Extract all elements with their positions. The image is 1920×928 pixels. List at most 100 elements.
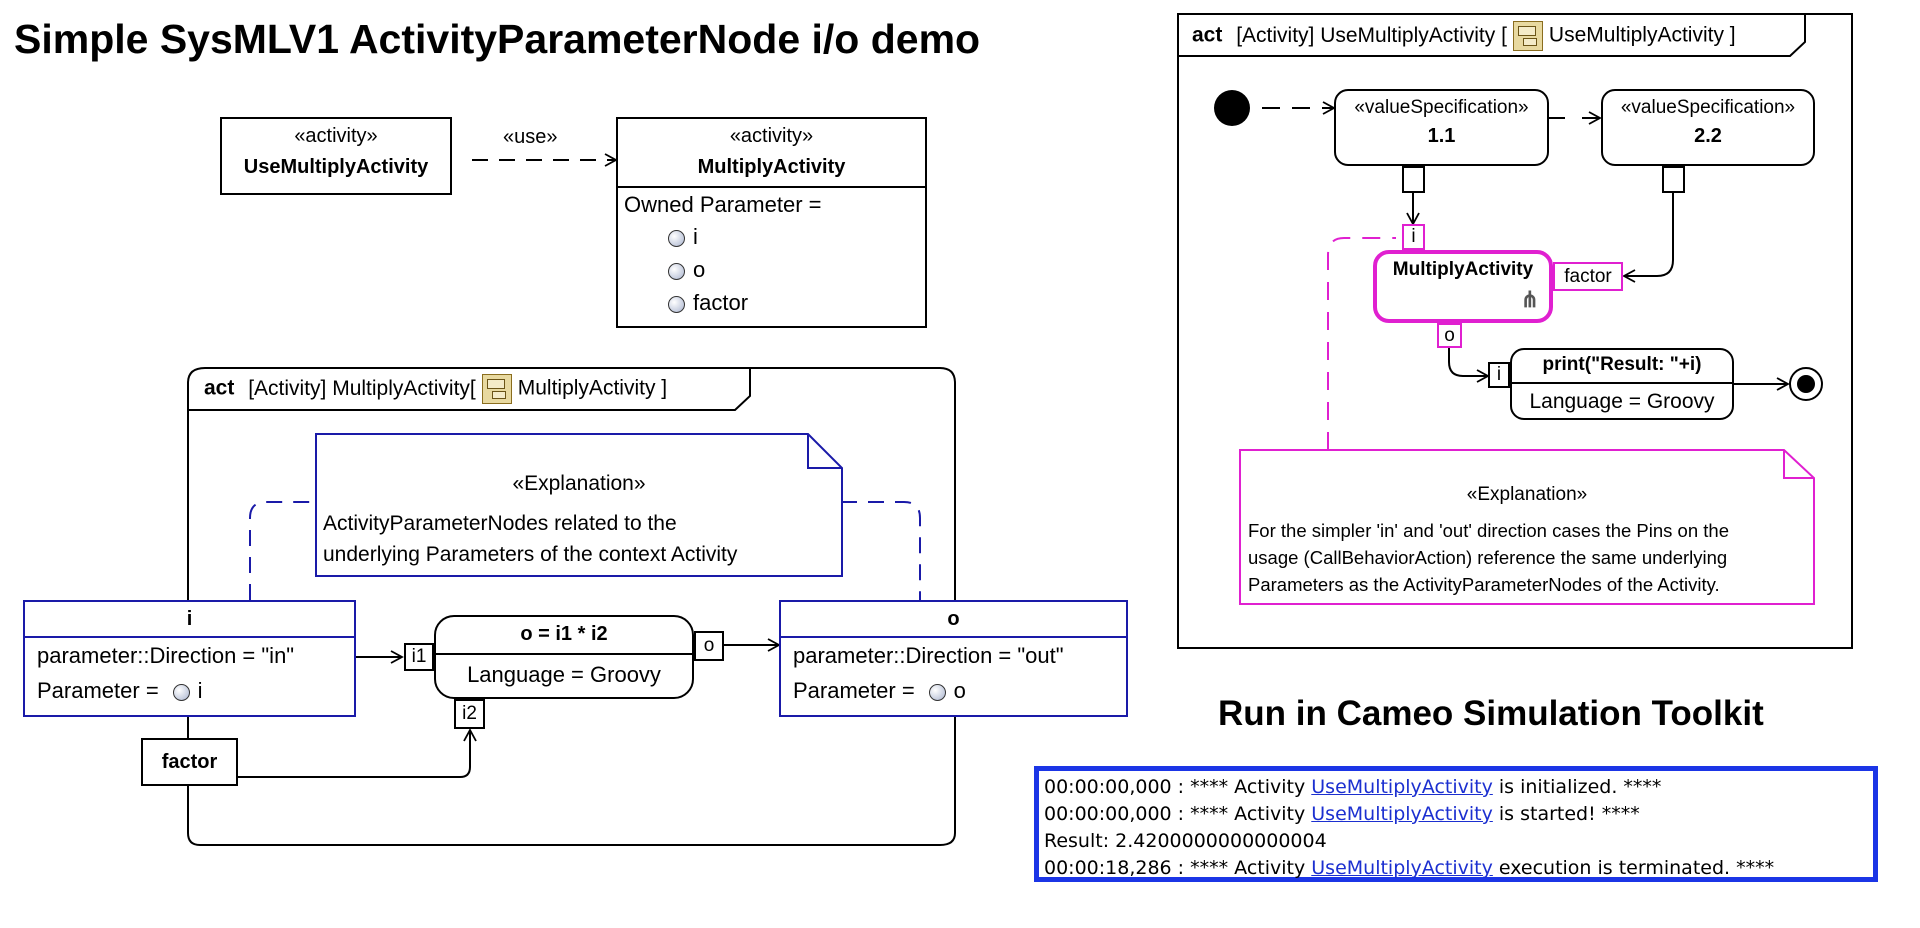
right-frame-tab[interactable]: act [Activity] UseMultiplyActivity [ UseM… bbox=[1192, 21, 1736, 51]
multiply-activity-block[interactable]: «activity» MultiplyActivity Owned Parame… bbox=[616, 117, 927, 328]
compartment-label: Owned Parameter = bbox=[624, 192, 822, 217]
left-frame-tab[interactable]: act [Activity] MultiplyActivity[ Multiply… bbox=[204, 374, 667, 404]
right-note-fold bbox=[1783, 450, 1814, 479]
left-activity-frame bbox=[187, 367, 956, 846]
frame-kind: act bbox=[1192, 23, 1223, 47]
simulation-console: 00:00:00,000 : **** Activity UseMultiply… bbox=[1034, 766, 1878, 882]
node-name: i bbox=[25, 602, 354, 638]
owned-parameter-compartment: Owned Parameter = i o factor bbox=[618, 186, 925, 319]
parameter-node-i[interactable]: i parameter::Direction = "in" Parameter … bbox=[23, 600, 356, 717]
right-note-shape bbox=[1239, 449, 1815, 605]
activity-link[interactable]: UseMultiplyActivity bbox=[1311, 857, 1493, 879]
value-stereotype: «valueSpecification» bbox=[1354, 97, 1529, 118]
left-note-text: ActivityParameterNodes related to the un… bbox=[323, 508, 737, 570]
note-line: ActivityParameterNodes related to the bbox=[323, 512, 677, 535]
left-note-stereotype: «Explanation» bbox=[512, 472, 646, 495]
pin-o[interactable]: o bbox=[694, 631, 724, 661]
frame-kind: act bbox=[204, 376, 235, 400]
console-result-line: Result: 2.4200000000000004 bbox=[1044, 830, 1327, 852]
frame-tab-end: UseMultiplyActivity ] bbox=[1548, 23, 1736, 47]
flow-value2-to-factor bbox=[1622, 193, 1674, 283]
action-name: MultiplyActivity bbox=[1392, 259, 1534, 280]
left-frame-tab-outline bbox=[188, 368, 751, 411]
parameter-node-o[interactable]: o parameter::Direction = "out" Parameter… bbox=[779, 600, 1128, 717]
right-frame-tab-outline bbox=[1178, 14, 1806, 57]
pin-i1[interactable]: i1 bbox=[404, 643, 434, 671]
block-name: MultiplyActivity bbox=[697, 156, 846, 178]
node-parameter: Parameter =i bbox=[37, 678, 203, 703]
value2-output-pin[interactable] bbox=[1662, 166, 1685, 193]
activity-diagram-icon bbox=[1512, 21, 1543, 51]
value1-output-pin[interactable] bbox=[1402, 166, 1425, 193]
value-specification-1[interactable]: «valueSpecification» 1.1 bbox=[1334, 89, 1549, 166]
activity-final-node-core bbox=[1797, 375, 1815, 393]
value-stereotype: «valueSpecification» bbox=[1620, 97, 1796, 118]
node-name: o bbox=[781, 602, 1126, 638]
parameter-list: i o factor bbox=[624, 220, 925, 319]
pin-i2[interactable]: i2 bbox=[454, 699, 485, 729]
action-name: o = i1 * i2 bbox=[436, 617, 692, 655]
left-note-shape bbox=[315, 433, 843, 577]
flow-factor-to-i2 bbox=[238, 728, 477, 778]
node-direction: parameter::Direction = "out" bbox=[793, 643, 1064, 668]
action-language: Language = Groovy bbox=[467, 662, 661, 687]
frame-tab-middle: [Activity] MultiplyActivity[ bbox=[248, 376, 476, 400]
left-note-anchor-o bbox=[841, 501, 921, 600]
section-subtitle: Run in Cameo Simulation Toolkit bbox=[1218, 694, 1764, 733]
note-line: underlying Parameters of the context Act… bbox=[323, 543, 738, 566]
frame-tab-middle: [Activity] UseMultiplyActivity [ bbox=[1236, 23, 1507, 47]
print-pin-i[interactable]: i bbox=[1488, 362, 1510, 388]
block-stereotype: «activity» bbox=[294, 125, 378, 147]
frame-tab-end: MultiplyActivity ] bbox=[517, 376, 668, 400]
initial-node bbox=[1214, 90, 1250, 126]
block-name: UseMultiplyActivity bbox=[243, 156, 429, 178]
parameter-item-o: o bbox=[668, 253, 925, 286]
block-stereotype: «activity» bbox=[729, 125, 814, 147]
note-line: Parameters as the ActivityParameterNodes… bbox=[1248, 574, 1720, 595]
call-pin-factor[interactable]: factor bbox=[1553, 262, 1623, 291]
opaque-action-print[interactable]: print("Result: "+i) Language = Groovy bbox=[1510, 348, 1734, 420]
left-note-fold bbox=[807, 434, 842, 469]
call-behavior-rake-icon: ⋔ bbox=[1520, 287, 1539, 312]
parameter-node-factor[interactable]: factor bbox=[141, 738, 238, 786]
right-note-anchor bbox=[1327, 237, 1396, 450]
page-title: Simple SysMLV1 ActivityParameterNode i/o… bbox=[14, 16, 981, 62]
parameter-icon bbox=[668, 229, 685, 247]
node-properties: parameter::Direction = "in" Parameter =i bbox=[25, 638, 354, 708]
use-multiply-activity-block[interactable]: «activity» UseMultiplyActivity bbox=[220, 117, 452, 195]
value-specification-2[interactable]: «valueSpecification» 2.2 bbox=[1601, 89, 1815, 166]
parameter-item-factor: factor bbox=[668, 286, 925, 319]
opaque-action-multiply[interactable]: o = i1 * i2 Language = Groovy bbox=[434, 615, 694, 699]
node-name: factor bbox=[161, 751, 218, 773]
value-literal: 2.2 bbox=[1694, 125, 1722, 147]
right-activity-frame bbox=[1177, 13, 1853, 649]
node-properties: parameter::Direction = "out" Parameter =… bbox=[781, 638, 1126, 708]
note-line: usage (CallBehaviorAction) reference the… bbox=[1248, 547, 1728, 568]
parameter-icon bbox=[668, 295, 685, 313]
console-line: 00:00:00,000 : **** Activity UseMultiply… bbox=[1044, 803, 1640, 825]
call-behavior-action-multiply[interactable]: MultiplyActivity ⋔ bbox=[1373, 250, 1553, 323]
left-note-anchor-i bbox=[249, 501, 316, 600]
action-name: print("Result: "+i) bbox=[1512, 350, 1732, 384]
console-line: 00:00:00,000 : **** Activity UseMultiply… bbox=[1044, 776, 1662, 798]
activity-link[interactable]: UseMultiplyActivity bbox=[1311, 803, 1493, 825]
parameter-icon bbox=[668, 262, 685, 280]
node-direction: parameter::Direction = "in" bbox=[37, 643, 295, 668]
node-parameter: Parameter =o bbox=[793, 678, 966, 703]
call-pin-o[interactable]: o bbox=[1437, 323, 1462, 348]
activity-diagram-icon bbox=[481, 374, 512, 404]
activity-link[interactable]: UseMultiplyActivity bbox=[1311, 776, 1493, 798]
flow-o-to-print bbox=[1448, 348, 1490, 383]
right-note-text: For the simpler 'in' and 'out' direction… bbox=[1248, 517, 1729, 598]
parameter-icon bbox=[172, 683, 190, 701]
call-pin-i[interactable]: i bbox=[1402, 224, 1425, 250]
value-literal: 1.1 bbox=[1427, 125, 1456, 147]
parameter-icon bbox=[928, 683, 946, 701]
parameter-item-i: i bbox=[668, 220, 925, 253]
action-language: Language = Groovy bbox=[1529, 390, 1715, 413]
note-line: For the simpler 'in' and 'out' direction… bbox=[1248, 520, 1729, 541]
console-line: 00:00:18,286 : **** Activity UseMultiply… bbox=[1044, 857, 1775, 879]
use-dependency-label: «use» bbox=[503, 126, 558, 148]
right-note-stereotype: «Explanation» bbox=[1466, 484, 1588, 505]
